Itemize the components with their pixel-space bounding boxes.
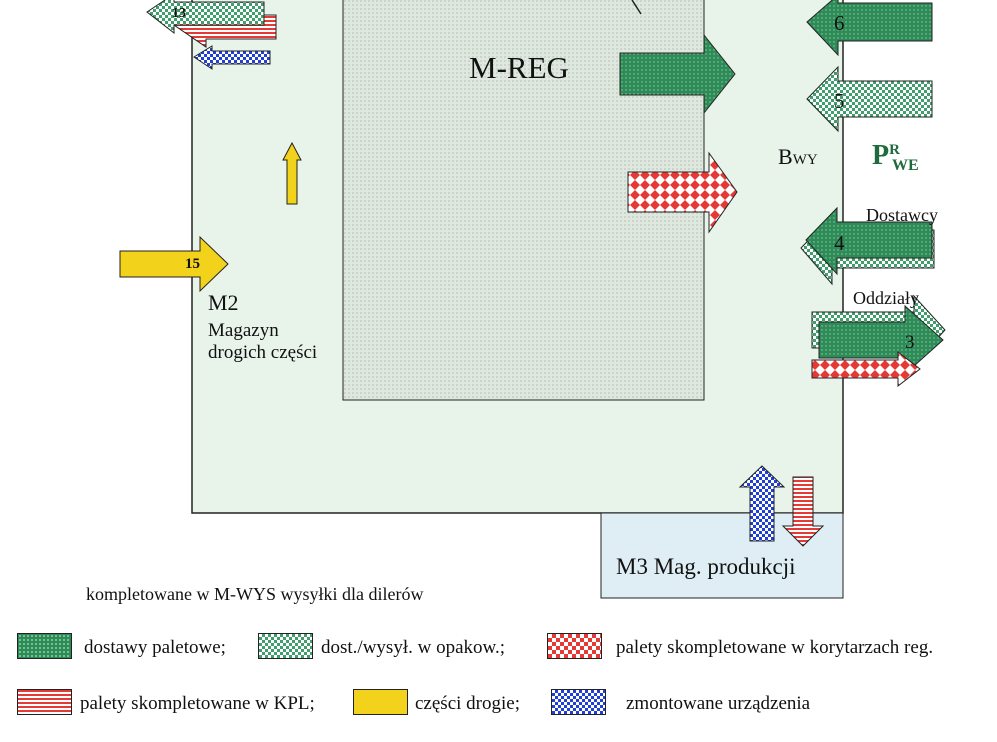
- arrow-3-dark-green: [818, 304, 944, 376]
- pwe-sup: R: [889, 142, 900, 158]
- legend-swatch-yellow: [353, 689, 408, 715]
- arrow-6-dark-green: [806, 0, 933, 57]
- arrow-15-yellow: [119, 235, 229, 293]
- dostawcy-label: Dostawcy: [866, 205, 938, 225]
- legend-swatch-dark-green: [17, 633, 72, 659]
- arrow-5-number: 5: [834, 89, 845, 113]
- pwe-main: P: [872, 140, 890, 171]
- arrow-mreg-dark-green: [619, 33, 736, 115]
- m2-line2: drogich części: [208, 342, 318, 363]
- m3-label: M3 Mag. produkcji: [616, 554, 796, 579]
- arrow-13-number: 13: [172, 6, 186, 21]
- legend-swatch-blue: [551, 689, 606, 715]
- legend-swatch-light-green: [258, 633, 313, 659]
- m2-title: M2: [208, 290, 239, 315]
- legend-label: dost./wysył. w opakow.;: [321, 637, 506, 658]
- arrow-5-light-green: [806, 65, 933, 133]
- pwe-sub: WE: [891, 157, 919, 174]
- arrow-6-number: 6: [834, 11, 845, 35]
- arrow-4-number: 4: [834, 231, 845, 255]
- legend-label: części drogie;: [415, 693, 520, 714]
- bwy-label: BWY: [778, 146, 818, 168]
- arrow-m3-red-down: [781, 476, 825, 547]
- arrow-blue-small: [193, 45, 271, 70]
- mreg-label: M-REG: [469, 50, 569, 85]
- arrow-m3-blue-up: [738, 465, 786, 542]
- arrow-yellow-up: [282, 141, 302, 205]
- arrow-15-number: 15: [185, 256, 200, 272]
- kompletowane-label: kompletowane w M-WYS wysyłki dla dilerów: [86, 584, 424, 604]
- legend-label: zmontowane urządzenia: [626, 693, 811, 714]
- legend-swatch-red-diamond: [547, 633, 602, 659]
- legend-label: palety skompletowane w KPL;: [80, 693, 315, 714]
- legend-label: dostawy paletowe;: [84, 637, 226, 658]
- legend-row-2: palety skompletowane w KPL; części drogi…: [0, 689, 997, 723]
- oddzialy-label: Oddziały: [853, 288, 919, 308]
- bwy-main: B: [778, 144, 793, 169]
- arrow-3-number: 3: [905, 332, 915, 353]
- arrow-mreg-red-diamond: [627, 151, 738, 234]
- pwe-label: PRWE: [872, 140, 919, 174]
- bwy-sub: WY: [792, 152, 818, 168]
- legend-label: palety skompletowane w korytarzach reg.: [616, 637, 934, 658]
- arrow-3-red-diamond: [811, 350, 921, 388]
- arrow-4-dark-green: [805, 206, 933, 276]
- legend-swatch-red-stripe: [17, 689, 72, 715]
- legend-row-1: dostawy paletowe; dost./wysył. w opakow.…: [0, 633, 997, 667]
- arrow-13-light-green: [146, 0, 265, 35]
- m2-line1: Magazyn: [208, 320, 279, 341]
